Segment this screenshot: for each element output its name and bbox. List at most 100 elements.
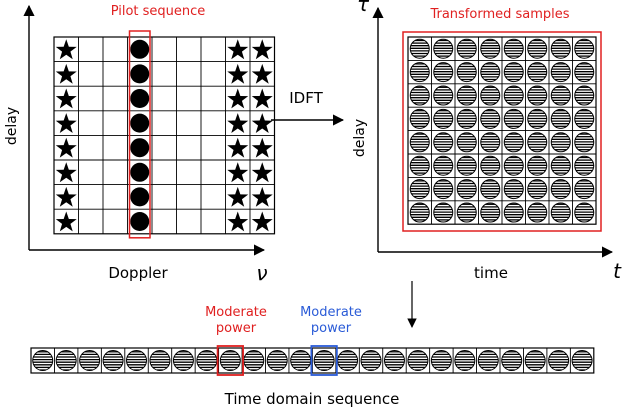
striped-sample-icon [430,350,452,371]
striped-sample-icon [550,85,571,106]
pilot-circle-icon [130,64,150,84]
striped-sample-icon [383,350,405,371]
pilot-circle-icon [130,162,150,182]
striped-sample-icon [456,85,477,106]
striped-sample-icon [433,108,454,129]
striped-sample-icon [243,350,265,371]
t-symbol: t [613,259,622,283]
star-icon [251,63,273,84]
striped-sample-icon [574,132,595,153]
striped-sample-icon [550,38,571,59]
striped-sample-icon [454,350,476,371]
moderate-power-red-line2: power [216,321,257,336]
tau-symbol: τ [357,0,370,16]
star-icon [251,113,273,133]
transformed-samples-title: Transformed samples [429,7,569,22]
striped-sample-icon [126,350,148,371]
pilot-sequence-title: Pilot sequence [111,4,206,19]
striped-sample-icon [574,108,595,129]
striped-sample-icon [503,179,524,200]
striped-sample-icon [480,202,501,223]
time-label: time [474,264,508,282]
star-icon [55,39,77,60]
time-domain-caption: Time domain sequence [224,390,400,408]
striped-sample-icon [527,179,548,200]
star-icon [55,137,77,158]
star-icon [227,39,249,60]
pilot-circle-icon [130,113,150,133]
pilot-circle-icon [130,39,150,59]
striped-sample-icon [550,202,571,223]
striped-sample-icon [409,108,430,129]
striped-sample-icon [409,179,430,200]
striped-sample-icon [574,38,595,59]
striped-sample-icon [480,85,501,106]
delay-doppler-grid [53,36,276,235]
striped-sample-icon [456,179,477,200]
star-icon [55,63,77,84]
striped-sample-icon [550,108,571,129]
star-icon [227,186,249,207]
striped-sample-icon [574,155,595,176]
pilot-circle-icon [130,138,150,158]
star-icon [227,137,249,158]
striped-sample-icon [290,350,312,371]
idft-label: IDFT [289,89,323,107]
left-axes [23,4,266,256]
striped-sample-icon [574,179,595,200]
star-icon [251,186,273,207]
striped-sample-icon [407,350,429,371]
transformed-samples-grid [407,36,597,225]
striped-sample-icon [456,202,477,223]
striped-sample-icon [433,38,454,59]
moderate-power-red-box [216,345,244,376]
star-icon [251,137,273,158]
striped-sample-icon [456,108,477,129]
star-icon [227,88,249,109]
striped-sample-icon [409,132,430,153]
striped-sample-icon [480,132,501,153]
striped-sample-icon [337,350,359,371]
striped-sample-icon [574,62,595,83]
pilot-column-highlight [128,30,151,239]
striped-sample-icon [571,350,593,371]
transformed-samples-box [402,31,602,232]
star-icon [55,88,77,109]
star-icon [55,113,77,133]
striped-sample-icon [548,350,570,371]
pilot-circle-icon [130,187,150,207]
striped-sample-icon [219,350,241,371]
striped-sample-icon [55,350,77,371]
star-icon [251,211,273,232]
moderate-power-red-line1: Moderate [205,305,267,320]
striped-sample-icon [456,62,477,83]
striped-sample-icon [433,202,454,223]
striped-sample-icon [503,132,524,153]
striped-sample-icon [574,85,595,106]
striped-sample-icon [550,179,571,200]
striped-sample-icon [456,155,477,176]
nu-symbol: ν [256,261,267,285]
striped-sample-icon [527,38,548,59]
striped-sample-icon [433,155,454,176]
striped-sample-icon [433,132,454,153]
star-icon [251,88,273,109]
striped-sample-icon [480,38,501,59]
doppler-label: Doppler [108,264,168,282]
star-icon [227,113,249,133]
striped-sample-icon [433,85,454,106]
striped-sample-icon [503,38,524,59]
striped-sample-icon [149,350,171,371]
striped-sample-icon [524,350,546,371]
striped-sample-icon [409,85,430,106]
striped-sample-icon [501,350,523,371]
striped-sample-icon [550,62,571,83]
striped-sample-icon [527,202,548,223]
moderate-power-blue-box [310,345,338,376]
pilot-circle-icon [130,212,150,231]
striped-sample-icon [102,350,124,371]
star-icon [55,162,77,183]
star-icon [227,211,249,232]
striped-sample-icon [266,350,288,371]
